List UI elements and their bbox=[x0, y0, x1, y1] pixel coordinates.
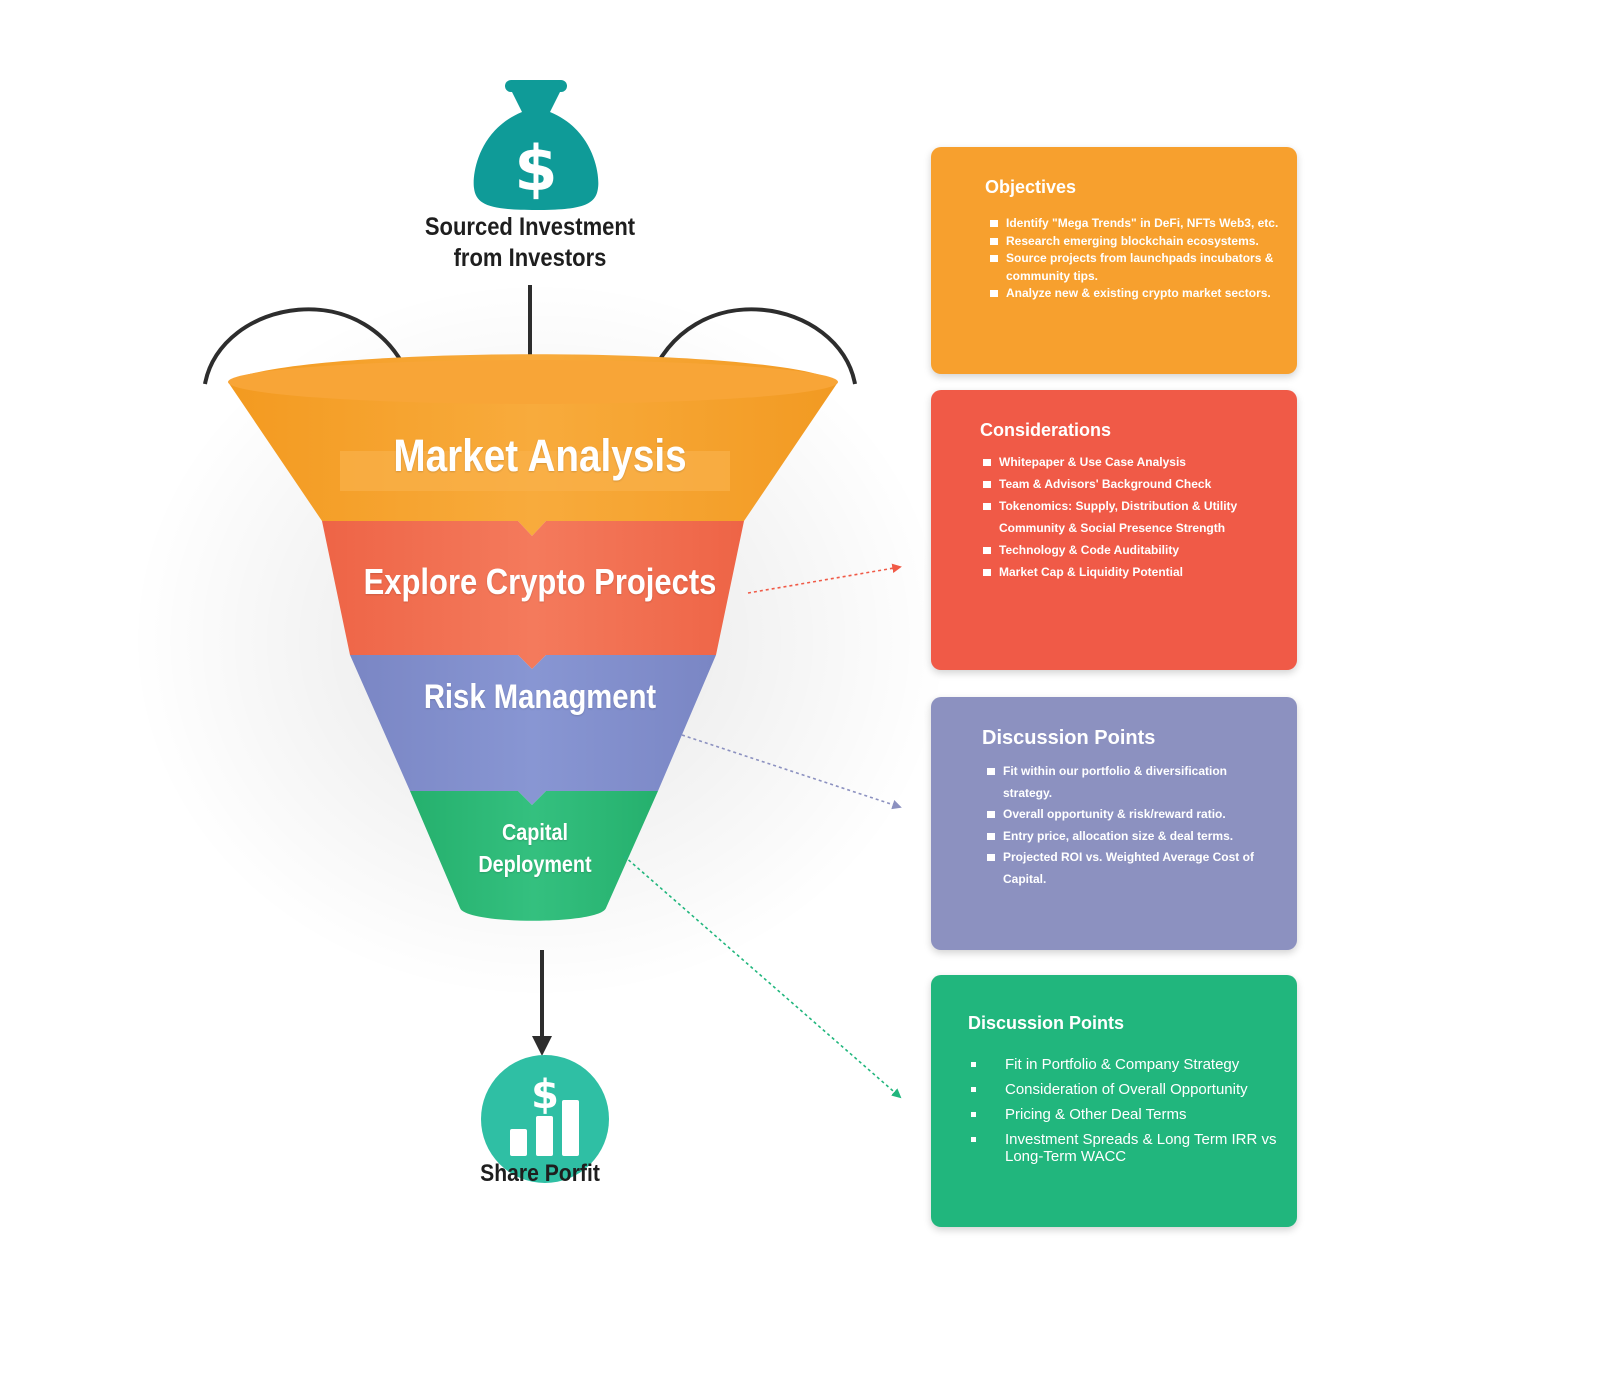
discussion-item: Overall opportunity & risk/reward ratio. bbox=[987, 804, 1278, 826]
bullet-icon bbox=[990, 290, 998, 297]
bullet-icon bbox=[971, 1137, 976, 1142]
bullet-icon bbox=[983, 459, 991, 466]
stage-risk-management: Risk Managment bbox=[423, 678, 657, 716]
profit-chart-icon: $ bbox=[481, 1055, 609, 1183]
considerations-title: Considerations bbox=[980, 420, 1112, 440]
funnel-stage-3 bbox=[350, 655, 716, 805]
money-bag-icon: $ bbox=[473, 80, 599, 210]
discussion-points-title: Discussion Points bbox=[982, 727, 1156, 749]
bullet-icon bbox=[971, 1062, 976, 1067]
objectives-item: Research emerging blockchain ecosystems. bbox=[990, 233, 1281, 251]
discussion-points-list: Fit within our portfolio & diversificati… bbox=[987, 761, 1278, 890]
objectives-card: Objectives Identify "Mega Trends" in DeF… bbox=[931, 147, 1297, 374]
bullet-icon bbox=[971, 1112, 976, 1117]
funnel-stage-2 bbox=[322, 521, 744, 669]
bullet-icon bbox=[987, 832, 995, 840]
discussion-points-card: Discussion Points Fit within our portfol… bbox=[931, 697, 1297, 950]
deployment-item: Investment Spreads & Long Term IRR vs Lo… bbox=[971, 1131, 1280, 1165]
bullet-icon bbox=[990, 220, 998, 227]
bullet-icon bbox=[990, 237, 998, 245]
considerations-item: Tokenomics: Supply, Distribution & Utili… bbox=[983, 495, 1289, 517]
left-inflow-arrow bbox=[203, 307, 416, 388]
source-label: Sourced Investment from Investors bbox=[398, 212, 662, 274]
deployment-discussion-title: Discussion Points bbox=[968, 1013, 1125, 1033]
discussion-item: Fit within our portfolio & diversificati… bbox=[987, 761, 1278, 804]
bullet-icon bbox=[983, 481, 991, 488]
objectives-title: Objectives bbox=[985, 177, 1077, 197]
share-profit-label: Share Porfit bbox=[480, 1160, 600, 1187]
connector-risk-to-discussion bbox=[681, 734, 902, 810]
bullet-icon bbox=[983, 547, 991, 554]
deployment-item: Consideration of Overall Opportunity bbox=[971, 1081, 1280, 1098]
svg-text:$: $ bbox=[514, 132, 557, 205]
stage-market-analysis: Market Analysis bbox=[393, 430, 687, 481]
right-inflow-arrow bbox=[644, 307, 857, 388]
stage-1-label-band bbox=[340, 451, 730, 491]
stage-capital-deployment-line1: Capital bbox=[502, 819, 568, 845]
stage-explore-crypto-projects: Explore Crypto Projects bbox=[363, 561, 717, 602]
considerations-item: Whitepaper & Use Case Analysis bbox=[983, 451, 1289, 473]
bullet-icon bbox=[983, 569, 991, 576]
stage-capital-deployment-line2: Deployment bbox=[478, 851, 592, 877]
discussion-item: Entry price, allocation size & deal term… bbox=[987, 826, 1278, 848]
bullet-icon bbox=[990, 255, 998, 262]
bullet-icon bbox=[971, 1087, 976, 1092]
considerations-item: Community & Social Presence Strength bbox=[999, 521, 1226, 535]
deployment-discussion-list: Fit in Portfolio & Company Strategy Cons… bbox=[971, 1056, 1280, 1173]
objectives-item: Identify "Mega Trends" in DeFi, NFTs Web… bbox=[990, 215, 1281, 233]
objectives-list: Identify "Mega Trends" in DeFi, NFTs Web… bbox=[990, 215, 1281, 303]
connector-capital-to-deployment bbox=[623, 855, 902, 1099]
considerations-item: Technology & Code Auditability bbox=[983, 539, 1289, 561]
considerations-item: Market Cap & Liquidity Potential bbox=[983, 561, 1289, 583]
funnel-stage-4 bbox=[410, 791, 658, 921]
source-label-line2: from Investors bbox=[453, 244, 607, 272]
source-label-line1: Sourced Investment bbox=[424, 213, 636, 241]
stage-capital-deployment: Capital Deployment bbox=[432, 816, 638, 880]
bullet-icon bbox=[987, 768, 995, 775]
considerations-item: Team & Advisors' Background Check bbox=[983, 473, 1289, 495]
bullet-icon bbox=[983, 503, 991, 510]
bullet-icon bbox=[987, 811, 995, 818]
deployment-item: Fit in Portfolio & Company Strategy bbox=[971, 1056, 1280, 1073]
considerations-list: Whitepaper & Use Case Analysis Team & Ad… bbox=[983, 451, 1289, 583]
deployment-discussion-card: Discussion Points Fit in Portfolio & Com… bbox=[931, 975, 1297, 1227]
considerations-card: Considerations Whitepaper & Use Case Ana… bbox=[931, 390, 1297, 670]
funnel-rim bbox=[228, 360, 838, 404]
objectives-item: Analyze new & existing crypto market sec… bbox=[990, 285, 1281, 303]
objectives-item: Source projects from launchpads incubato… bbox=[990, 250, 1281, 285]
svg-text:$: $ bbox=[531, 1072, 559, 1118]
connector-explore-to-considerations bbox=[747, 563, 902, 594]
bullet-icon bbox=[987, 854, 995, 861]
discussion-item: Projected ROI vs. Weighted Average Cost … bbox=[987, 847, 1278, 890]
deployment-item: Pricing & Other Deal Terms bbox=[971, 1106, 1280, 1123]
